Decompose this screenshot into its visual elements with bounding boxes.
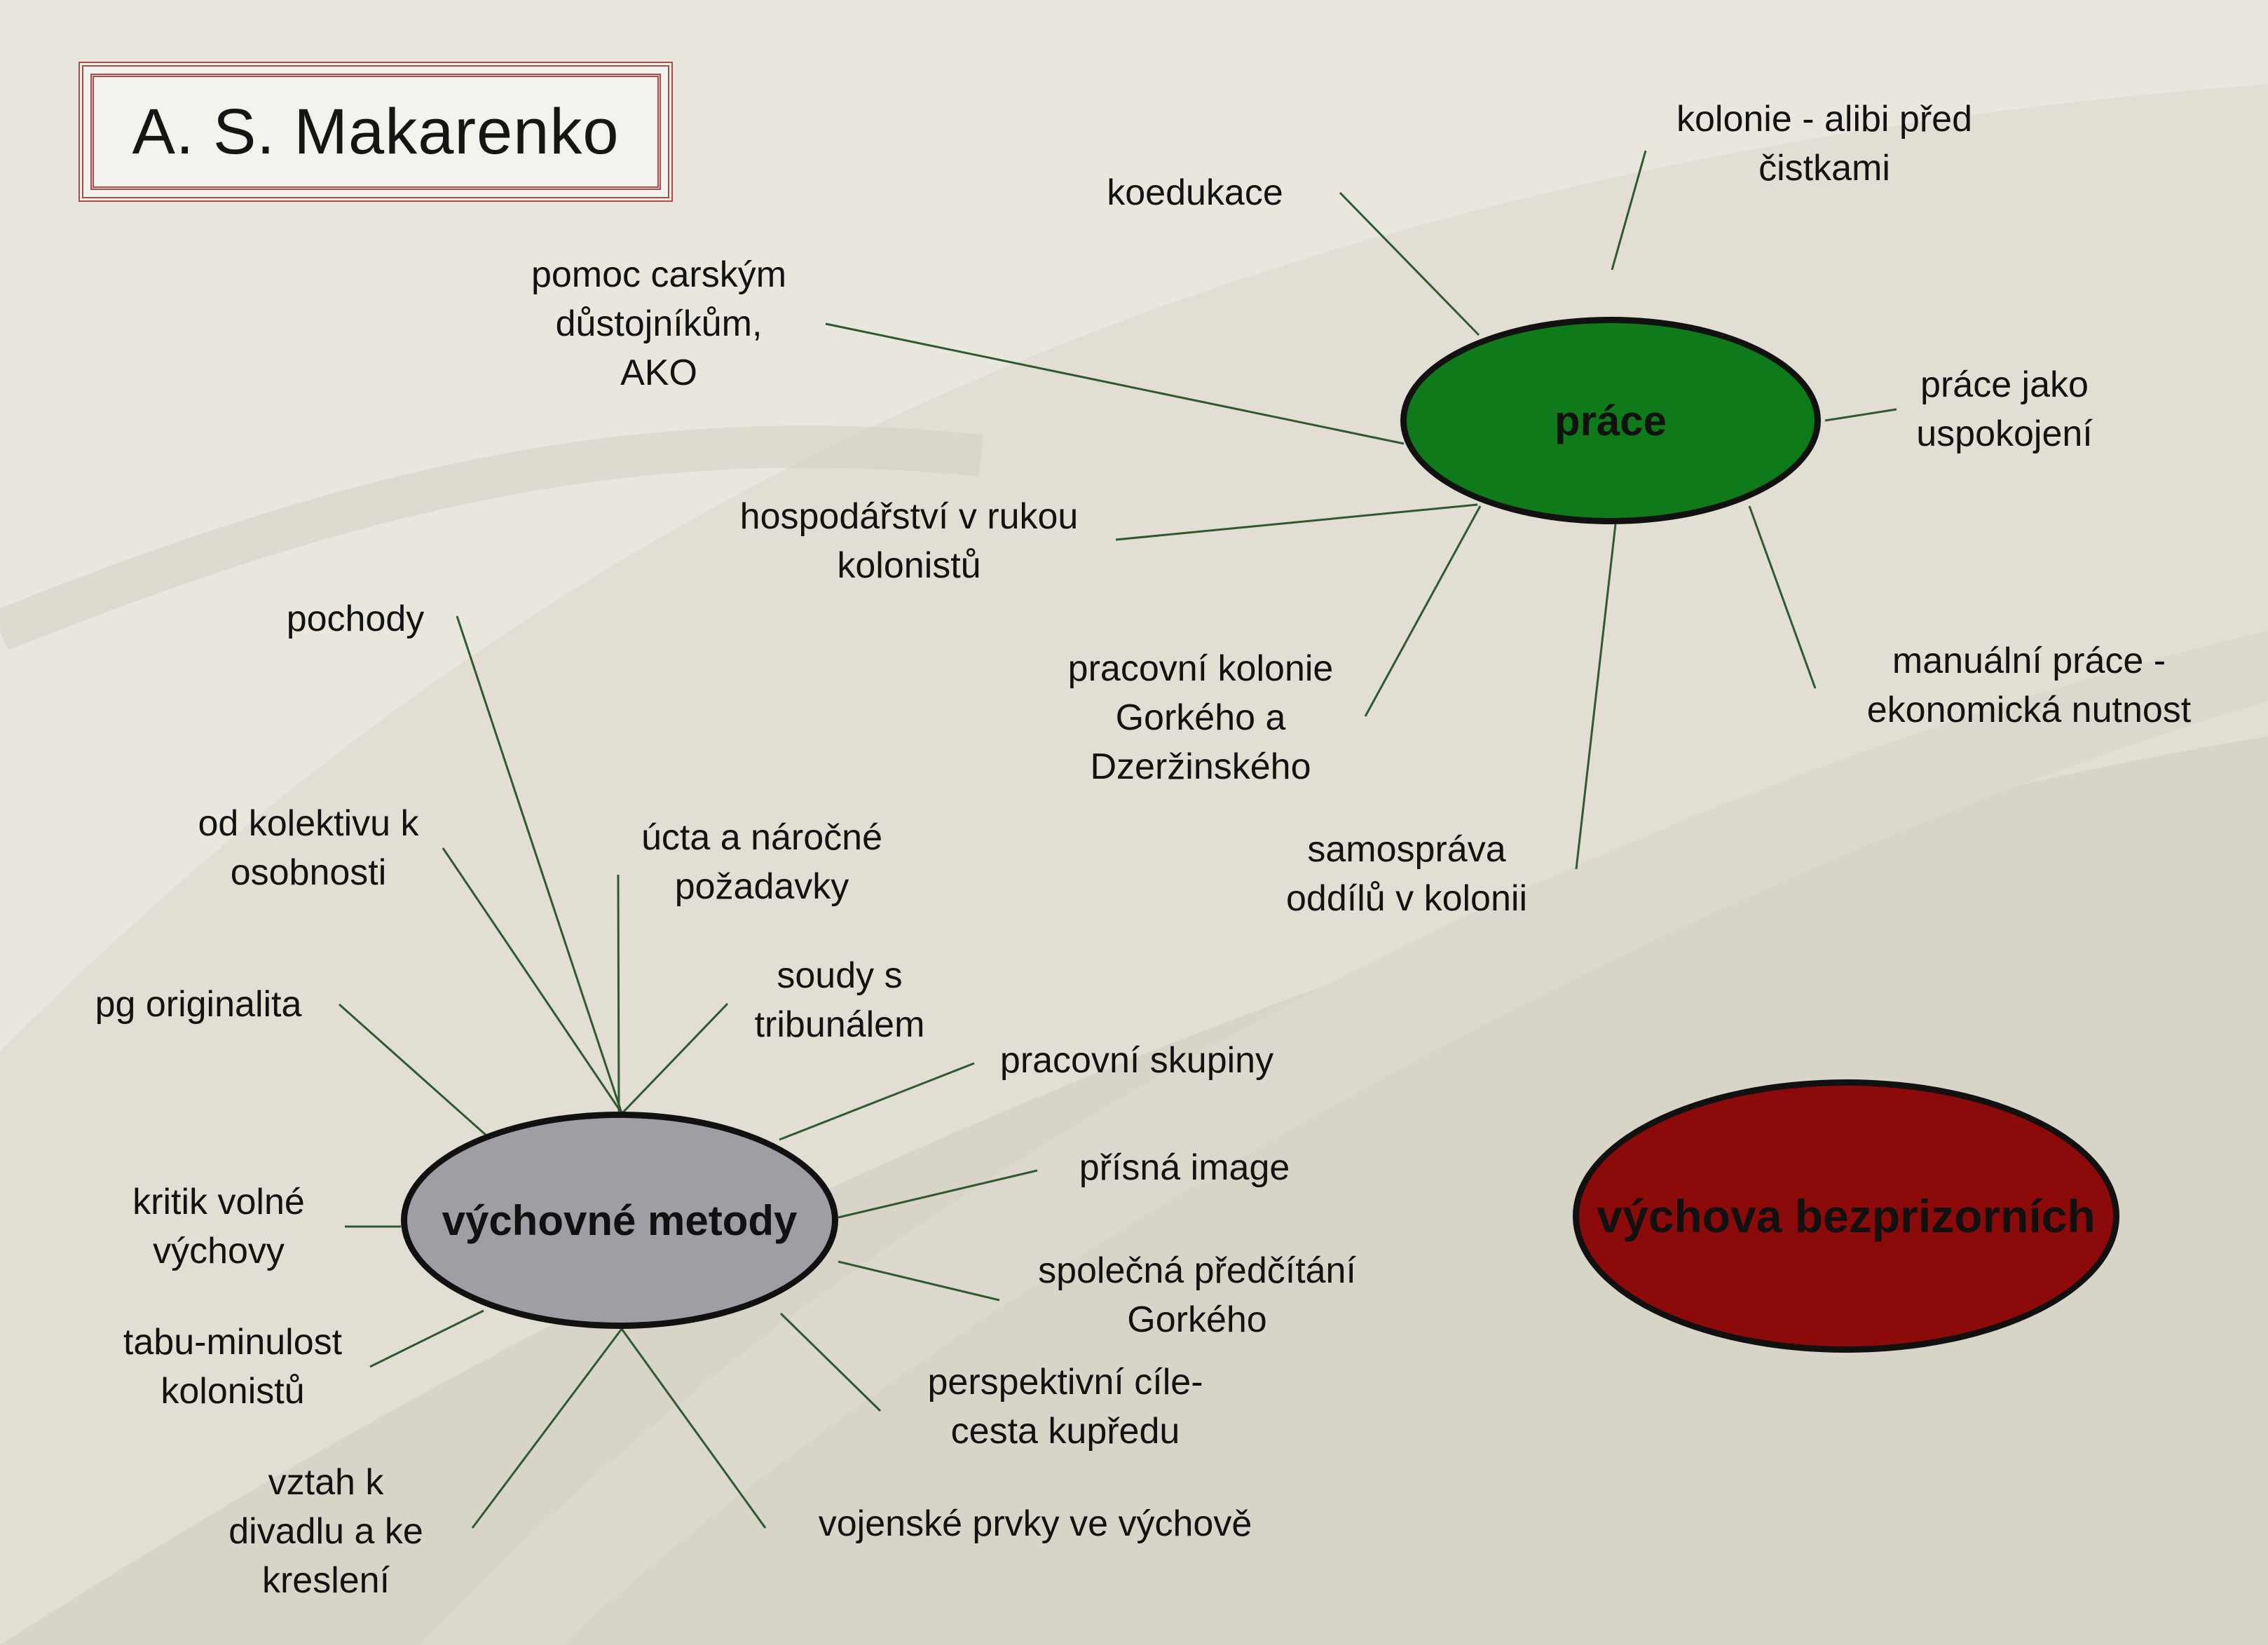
branch-label-line: divadlu a ke — [228, 1511, 423, 1552]
metody-connector-1 — [442, 847, 623, 1114]
prace-connector-1 — [1611, 150, 1647, 271]
title-frame: A. S. Makarenko — [78, 62, 673, 202]
metody-connector-12 — [620, 1328, 767, 1529]
prace-branch-label: pomoc carským důstojníkům, AKO — [531, 250, 786, 397]
branch-label-line: pracovní kolonie — [1067, 648, 1334, 689]
branch-label-line: pracovní skupiny — [999, 1040, 1274, 1081]
branch-label-line: práce jako — [1920, 364, 2089, 405]
metody-connector-4 — [339, 1003, 487, 1137]
branch-label-line: kolonie - alibi před — [1676, 99, 1973, 139]
prace-connector-3 — [1824, 408, 1897, 422]
metody-branch-label: perspektivní cíle-cesta kupředu — [927, 1358, 1203, 1456]
branch-label-line: pomoc carským — [531, 254, 787, 295]
metody-connector-11 — [471, 1328, 623, 1529]
prace-branch-label: hospodářství v rukou kolonistů — [740, 492, 1079, 590]
branch-label-line: Dzeržinského — [1090, 746, 1311, 787]
branch-label-line: hospodářství v rukou — [739, 496, 1079, 537]
metody-branch-label: úcta a náročné požadavky — [641, 813, 882, 911]
branch-label-line: koedukace — [1107, 172, 1283, 213]
prace-connector-5 — [1364, 505, 1482, 717]
branch-label-line: od kolektivu k — [198, 803, 419, 844]
branch-label-line: vztah k — [268, 1462, 384, 1503]
metody-branch-label: pochody — [287, 594, 425, 643]
metody-connector-10 — [779, 1312, 882, 1412]
branch-label-line: tribunálem — [754, 1004, 925, 1045]
node-vychovne-metody: výchovné metody — [401, 1112, 838, 1329]
metody-connector-0 — [456, 615, 623, 1114]
prace-branch-label: manuální práce - ekonomická nutnost — [1867, 636, 2192, 735]
title-inner-border: A. S. Makarenko — [90, 74, 661, 190]
metody-branch-label: od kolektivu k osobnosti — [198, 799, 418, 897]
metody-branch-label: vojenské prvky ve výchově — [819, 1499, 1252, 1548]
metody-connector-2 — [617, 874, 620, 1114]
branch-label-line: perspektivní cíle- — [927, 1362, 1203, 1402]
metody-connector-8 — [838, 1260, 1000, 1302]
branch-label-line: oddílů v kolonii — [1286, 878, 1527, 919]
branch-label-line: Gorkého — [1127, 1299, 1267, 1340]
prace-connector-6 — [1748, 505, 1817, 689]
branch-label-line: Gorkého a — [1115, 697, 1286, 738]
prace-connector-7 — [1575, 524, 1617, 870]
node-prace: práce — [1400, 317, 1821, 524]
branch-label-line: soudy s — [777, 955, 903, 996]
branch-label-line: společná předčítání — [1038, 1250, 1356, 1291]
prace-branch-label: samospráva oddílů v kolonii — [1286, 825, 1527, 923]
branch-label-line: AKO — [620, 353, 697, 393]
node-vychova-bezprizornich-label: výchova bezprizorních — [1597, 1190, 2096, 1242]
node-prace-label: práce — [1554, 397, 1667, 444]
prace-connector-4 — [1115, 503, 1478, 541]
branch-label-line: pochody — [286, 599, 425, 639]
metody-branch-label: pg originalita — [95, 980, 302, 1029]
prace-connector-2 — [825, 322, 1405, 445]
branch-label-line: samospráva — [1307, 829, 1506, 870]
branch-label-line: čistkami — [1758, 148, 1890, 189]
branch-label-line: kolonistů — [837, 545, 981, 586]
branch-label-line: tabu-minulost — [123, 1322, 343, 1363]
metody-branch-label: soudy s tribunálem — [755, 951, 925, 1049]
node-vychovne-metody-label: výchovné metody — [442, 1196, 798, 1244]
metody-branch-label: vztah k divadlu a ke kreslení — [228, 1458, 423, 1605]
metody-connector-9 — [369, 1309, 484, 1368]
branch-label-line: požadavky — [674, 866, 849, 907]
branch-label-line: manuální práce - — [1892, 641, 2166, 681]
metody-connector-5 — [779, 1062, 975, 1141]
prace-connector-0 — [1339, 191, 1480, 336]
branch-label-line: osobnosti — [230, 852, 387, 893]
metody-branch-label: kritik volné výchovy — [132, 1178, 305, 1276]
branch-label-line: kritik volné — [132, 1182, 305, 1222]
branch-label-line: uspokojení — [1916, 414, 2093, 454]
branch-label-line: kreslení — [261, 1560, 390, 1601]
branch-label-line: přísná image — [1079, 1147, 1290, 1188]
branch-label-line: výchovy — [153, 1231, 285, 1271]
prace-branch-label: kolonie - alibi před čistkami — [1676, 95, 1972, 193]
branch-label-line: pg originalita — [95, 984, 302, 1025]
branch-label-line: kolonistů — [160, 1371, 305, 1412]
metody-branch-label: tabu-minulost kolonistů — [123, 1318, 342, 1416]
branch-label-line: ekonomická nutnost — [1866, 690, 2192, 730]
metody-branch-label: pracovní skupiny — [1000, 1036, 1273, 1085]
node-vychova-bezprizornich: výchova bezprizorních — [1573, 1079, 2119, 1353]
metody-connector-6 — [838, 1169, 1038, 1219]
metody-connector-3 — [621, 1002, 729, 1114]
branch-label-line: cesta kupředu — [950, 1411, 1180, 1452]
branch-label-line: vojenské prvky ve výchově — [818, 1503, 1252, 1544]
page-title: A. S. Makarenko — [132, 95, 620, 168]
prace-branch-label: koedukace — [1107, 168, 1283, 217]
branch-label-line: důstojníkům, — [555, 303, 763, 344]
branch-label-line: úcta a náročné — [641, 817, 883, 858]
metody-branch-label: přísná image — [1079, 1143, 1290, 1192]
prace-branch-label: práce jako uspokojení — [1916, 360, 2093, 458]
